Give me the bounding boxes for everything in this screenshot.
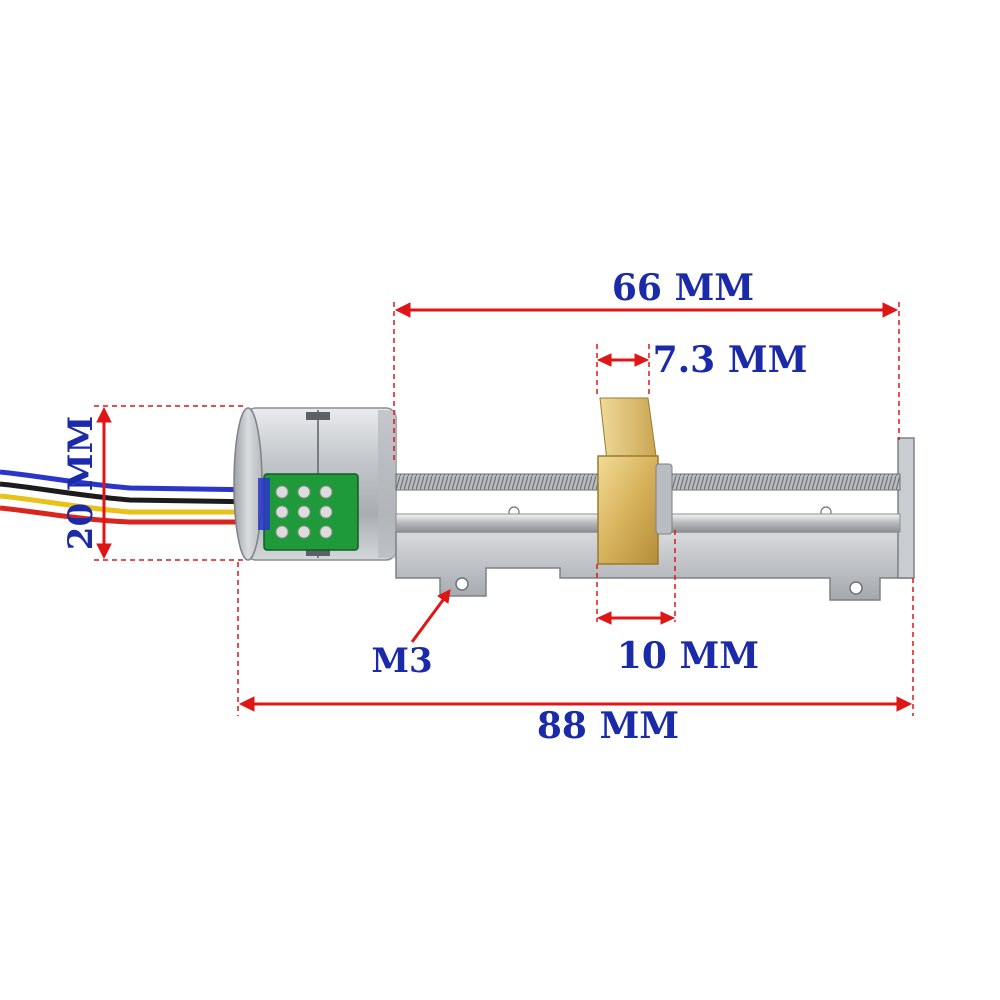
dim-label-m3: M3 <box>371 641 432 681</box>
dim-label-66mm: 66 MM <box>612 267 754 309</box>
mount-hole <box>455 577 469 591</box>
dim-label-88mm: 88 MM <box>537 705 679 747</box>
dim-label-20mm: 20 MM <box>61 416 101 550</box>
dim-label-10mm: 10 MM <box>617 635 759 677</box>
dimension-lines <box>94 302 914 716</box>
motor-wires <box>0 469 263 525</box>
mount-hole <box>849 581 863 595</box>
pcb-solder-pads <box>275 485 333 539</box>
motor-pcb <box>258 473 359 551</box>
slider-block <box>597 397 673 565</box>
dim-label-7-3mm: 7.3 MM <box>653 339 808 381</box>
